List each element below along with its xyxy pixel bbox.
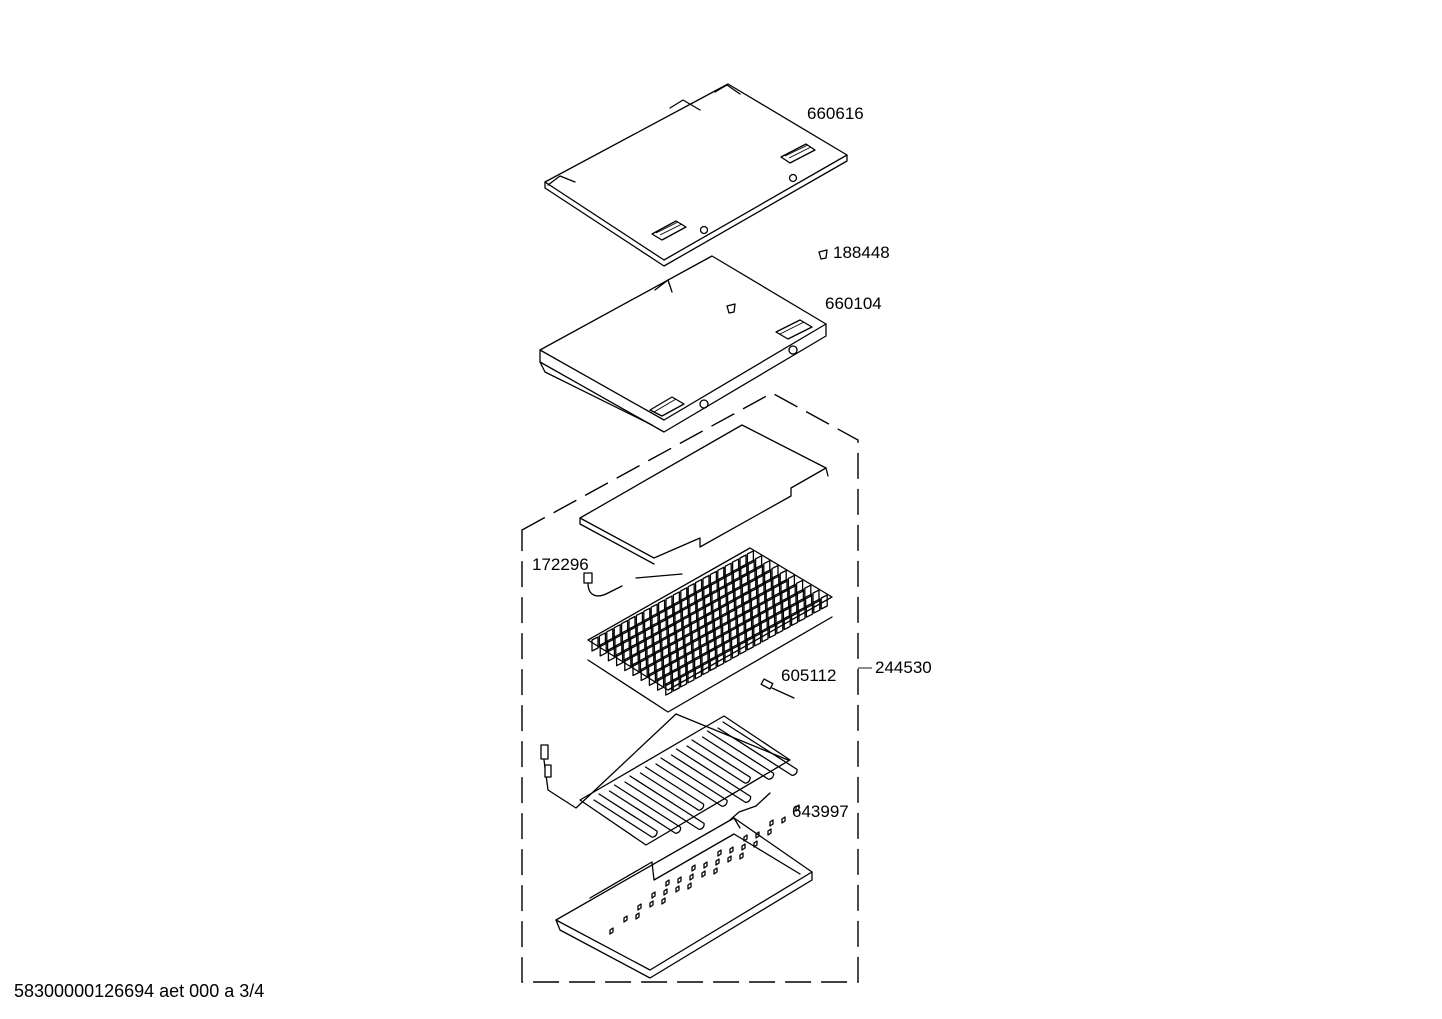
insulation-sheet [579,424,829,565]
evaporator-coil [587,547,833,713]
temperature-sensor [583,572,683,597]
part-label-188448: 188448 [833,243,890,262]
part-label-643997: 643997 [792,802,849,821]
part-label-660104: 660104 [825,294,882,313]
part-label-605112: 605112 [781,666,837,685]
document-footer: 58300000126694 aet 000 a 3/4 [14,981,265,1001]
evaporator-cover [539,255,827,433]
assembly-boundary [521,392,872,983]
drip-tray [555,804,813,979]
drain-pin [760,678,795,699]
top-cover-plate [544,83,848,267]
part-label-244530: 244530 [875,658,932,677]
defrost-heater [540,713,798,846]
part-label-172296: 172296 [532,555,589,574]
clip-part [818,249,828,260]
part-label-660616: 660616 [807,104,864,123]
